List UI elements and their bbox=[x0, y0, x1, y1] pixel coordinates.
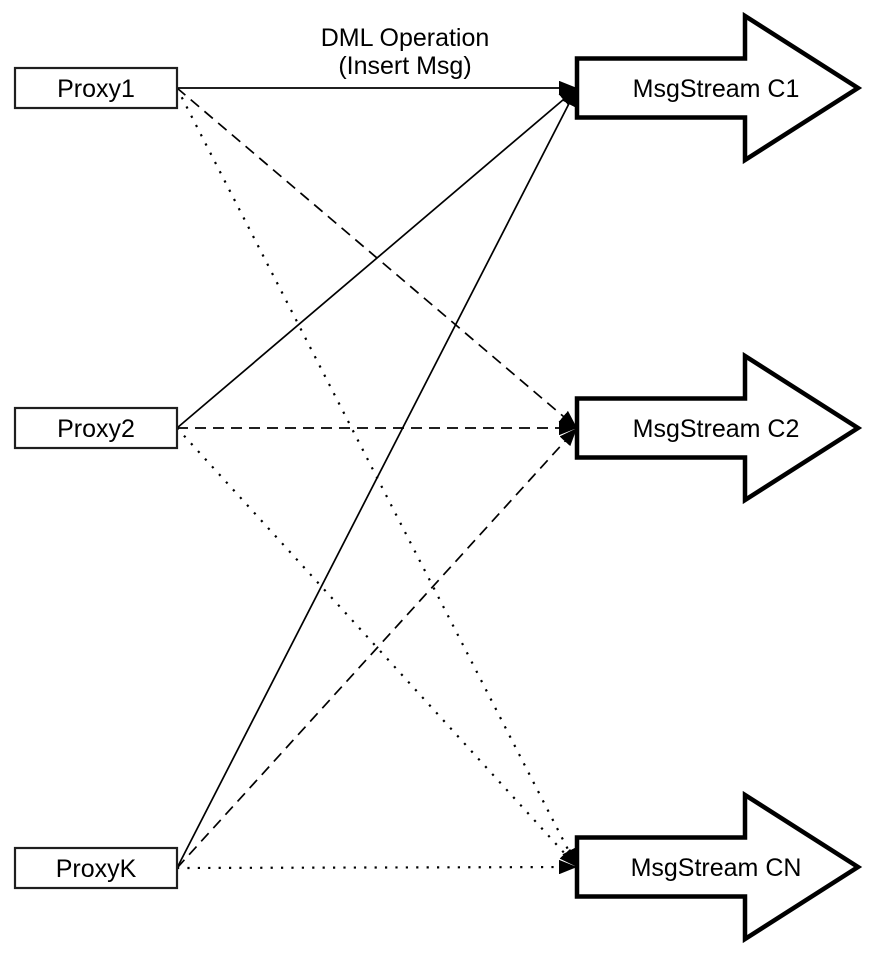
diagram-title-line2: (Insert Msg) bbox=[338, 52, 471, 80]
node-msgstream-c1: MsgStream C1 bbox=[574, 11, 863, 165]
node-proxyk: ProxyK bbox=[13, 846, 179, 890]
proxy2-label: Proxy2 bbox=[57, 415, 135, 443]
proxy1-box bbox=[13, 66, 179, 110]
proxyk-box bbox=[13, 846, 179, 890]
node-msgstream-c2: MsgStream C2 bbox=[574, 351, 863, 505]
edge-proxyk-cn bbox=[176, 859, 578, 875]
msgstream-c1-arrow-shape bbox=[574, 11, 863, 165]
msgstream-c1-label: MsgStream C1 bbox=[633, 75, 800, 103]
edge-proxy1-c2 bbox=[176, 87, 578, 429]
edges-layer bbox=[176, 80, 578, 875]
diagram-title-line1: DML Operation bbox=[321, 24, 490, 52]
msgstream-cn-label: MsgStream CN bbox=[631, 854, 802, 882]
msgstream-c2-label: MsgStream C2 bbox=[633, 415, 800, 443]
msgstream-c2-arrow-shape bbox=[574, 351, 863, 505]
node-proxy1: Proxy1 bbox=[13, 66, 179, 110]
node-proxy2: Proxy2 bbox=[13, 406, 179, 450]
node-msgstream-cn: MsgStream CN bbox=[574, 790, 863, 944]
proxyk-label: ProxyK bbox=[56, 855, 137, 883]
msgstream-cn-arrow-shape bbox=[574, 790, 863, 944]
proxy2-box bbox=[13, 406, 179, 450]
edge-proxyk-c2 bbox=[176, 427, 578, 869]
proxy1-label: Proxy1 bbox=[57, 75, 135, 103]
edge-proxy1-cn bbox=[176, 87, 578, 868]
